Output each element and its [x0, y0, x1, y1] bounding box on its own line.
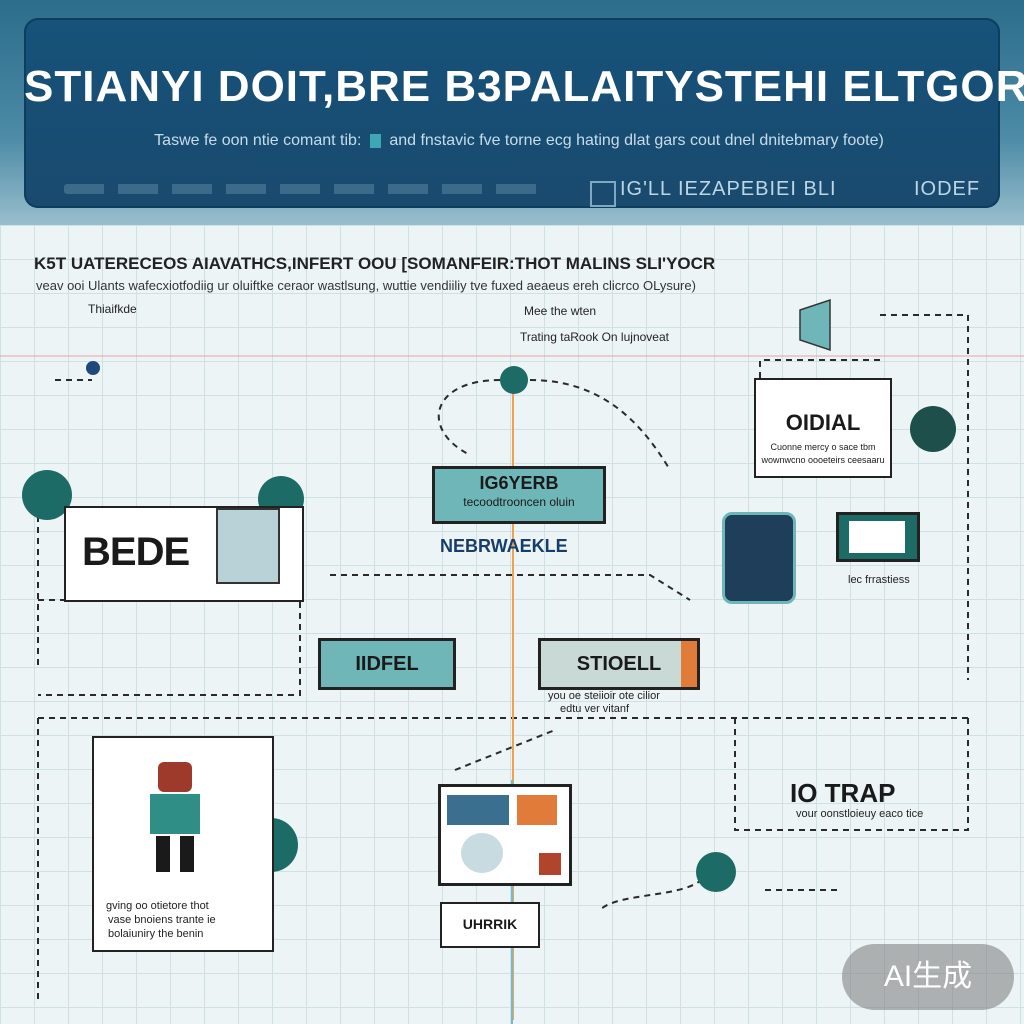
connector	[759, 359, 880, 378]
odial-title: OIDIAL	[785, 410, 861, 435]
figure-desc-2: vase bnoiens trante ie	[108, 914, 216, 926]
diagram-heading: K5T UATERECEOS AIAVATHCS,INFERT OOU [SOM…	[34, 254, 716, 273]
odial-desc-2: wownwcno oooeteirs ceesaaru	[761, 455, 885, 465]
note-center-1: Mee the wten	[524, 304, 597, 318]
flag-icon	[799, 298, 831, 352]
connector	[599, 869, 709, 911]
uhrrik-node: UHRRIK	[440, 902, 540, 948]
phone-icon	[722, 512, 796, 604]
stioell-desc-1: you oe steiioir ote cilior	[548, 690, 660, 702]
page-title: STIANYI DOIT,BRE B3PALAITYSTEHI ELTGOR.	[24, 62, 1024, 111]
odial-node: OIDIAL Cuonne mercy o sace tbm wownwcno …	[754, 378, 892, 478]
otrap-title: IO TRAP	[790, 778, 896, 808]
box-icon	[590, 181, 616, 207]
title-panel: STIANYI DOIT,BRE B3PALAITYSTEHI ELTGOR. …	[24, 18, 1024, 208]
iidfel-node: IIDFEL	[318, 638, 456, 690]
node-dot	[910, 406, 956, 452]
header-footer-right: IODEF	[914, 178, 981, 200]
connector	[529, 379, 671, 471]
stioell-title: STIOELL	[576, 653, 662, 675]
orange-strip	[681, 641, 697, 687]
node-dot	[696, 852, 736, 892]
connector	[38, 599, 301, 696]
connector	[734, 718, 969, 831]
dot-marker	[86, 361, 100, 375]
figure-desc-1: gving oo otietore thot	[106, 900, 209, 912]
odial-desc-1: Cuonne mercy o sace tbm	[770, 442, 876, 452]
connector	[880, 314, 969, 680]
square-icon	[369, 133, 381, 148]
page-subtitle: Taswe fe oon ntie comant tib: and fnstav…	[54, 132, 984, 150]
header-footer-left: IG'LL IEZAPEBIEI BLI	[620, 178, 837, 200]
card-icon	[836, 512, 920, 562]
connector	[437, 379, 501, 456]
node-dot	[500, 366, 528, 394]
stioell-desc-2: edtu ver vitanf	[560, 703, 630, 715]
subtitle-left: Taswe fe oon ntie comant tib:	[154, 132, 362, 149]
ai-generated-badge: AI生成	[842, 944, 1014, 1010]
gyerb-title: IG6YERB	[479, 473, 559, 493]
connector	[454, 729, 556, 771]
gyerb-node: IG6YERB tecoodtrooncen oluin	[432, 466, 606, 524]
diagram-subheading: veav ooi Ulants wafecxiotfodiig ur oluif…	[36, 278, 696, 293]
figure-box: gving oo otietore thot vase bnoiens tran…	[92, 736, 274, 952]
note-center-2: Trating taRook On lujnoveat	[520, 330, 669, 344]
bede-node: BEDE	[64, 506, 304, 602]
otrap-desc: vour oonstloieuy eaco tice	[796, 808, 924, 820]
robot-figure-icon	[138, 762, 208, 872]
right-caption: lec frrastiess	[848, 574, 910, 586]
subtitle-right: and fnstavic fve torne ecg hating dlat g…	[389, 132, 884, 149]
node-dot	[22, 470, 72, 520]
bede-title: BEDE	[82, 530, 190, 574]
nebr-label: NEBRWAEKLE	[440, 536, 568, 556]
screen-node	[438, 784, 572, 886]
uhrrik-title: UHRRIK	[462, 916, 518, 932]
stioell-node: STIOELL	[538, 638, 700, 690]
figure-desc-3: bolaiuniry the benin	[108, 928, 204, 940]
faded-text-line	[64, 184, 544, 194]
note-left: Thiaifkde	[88, 302, 137, 316]
gyerb-desc: tecoodtrooncen oluin	[463, 495, 575, 509]
device-icon	[216, 508, 280, 584]
connector	[330, 574, 691, 601]
